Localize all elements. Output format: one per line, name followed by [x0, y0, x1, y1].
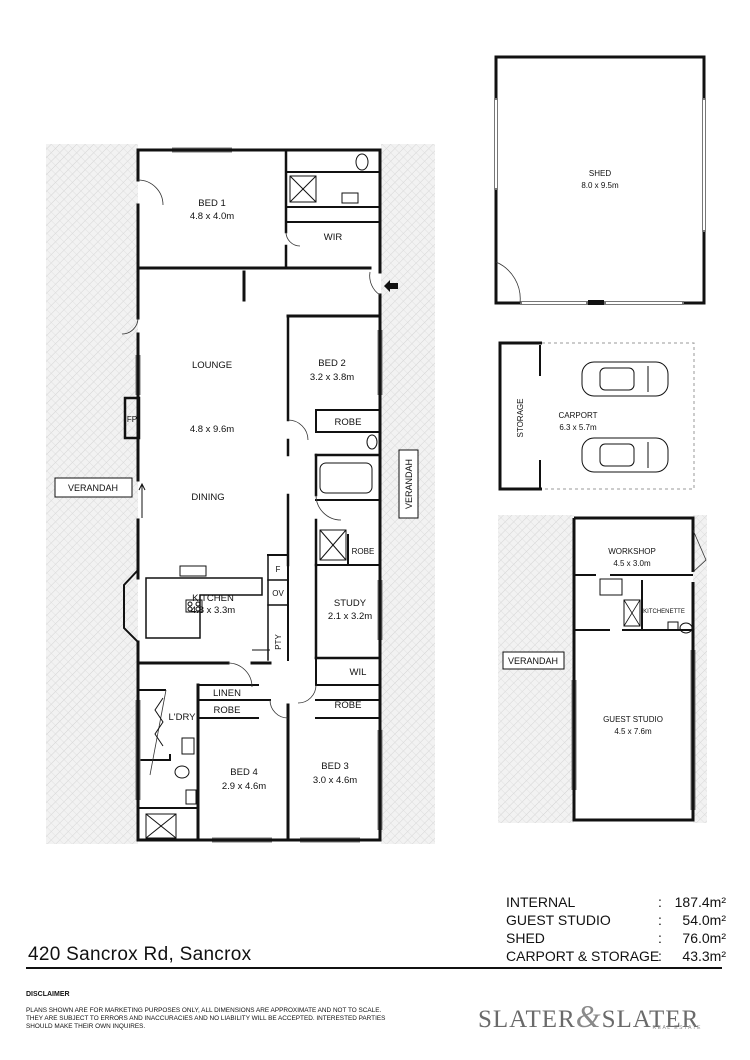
bed1-label: BED 1: [198, 198, 225, 209]
car-icon: [581, 437, 669, 473]
property-address: 420 Sancrox Rd, Sancrox: [28, 944, 252, 965]
wil-label: WIL: [350, 667, 367, 678]
pantry-label: PTY: [274, 634, 283, 650]
verandah-studio: VERANDAH: [502, 651, 565, 670]
storage-label: STORAGE: [516, 399, 525, 438]
carport-size: 6.3 x 5.7m: [559, 423, 597, 432]
divider: [26, 967, 722, 969]
laundry-label: L'DRY: [169, 712, 197, 723]
fixtures: [145, 153, 378, 839]
bed1-size: 4.8 x 4.0m: [190, 211, 234, 222]
area-row: SHED : 76.0m²: [506, 929, 726, 947]
house-walls: [123, 148, 382, 842]
area-colon: :: [658, 948, 662, 964]
kitchenette-label: KITCHENETTE: [643, 609, 685, 615]
area-name: INTERNAL: [506, 894, 576, 910]
area-value: 54.0m²: [682, 912, 726, 928]
kitchen-size: 4.8 x 3.3m: [191, 605, 235, 616]
robe-label-bath: ROBE: [352, 547, 375, 556]
shed-label: SHED: [589, 169, 611, 178]
robe-label-bed3: ROBE: [335, 700, 362, 711]
study-label: STUDY: [334, 598, 367, 609]
area-value: 76.0m²: [682, 930, 726, 946]
guest-studio-label: GUEST STUDIO: [603, 715, 663, 724]
guest-studio-size: 4.5 x 7.6m: [614, 727, 652, 736]
verandah-left: VERANDAH: [54, 477, 133, 498]
fp-label: FP: [127, 415, 137, 424]
doors: [121, 179, 381, 776]
arrow-icons: [138, 482, 270, 651]
verandah-right: VERANDAH: [398, 449, 419, 519]
disclaimer-text: PLANS SHOWN ARE FOR MARKETING PURPOSES O…: [26, 1007, 386, 1031]
carport: STORAGE CARPORT 6.3 x 5.7m: [498, 341, 695, 491]
logo-ampersand: &: [575, 998, 602, 1034]
robe-label-bed2: ROBE: [335, 417, 362, 428]
floor-plan: BED 1 4.8 x 4.0m WIR LOUNGE 4.8 x 9.6m F…: [46, 55, 707, 844]
bed3-size: 3.0 x 4.6m: [313, 775, 357, 786]
oven-label: OV: [272, 589, 284, 598]
wir-label: WIR: [324, 232, 343, 243]
agency-logo: SLATER&SLATER REAL ESTATE: [478, 998, 728, 1038]
bed2-size: 3.2 x 3.8m: [310, 372, 354, 383]
area-summary: INTERNAL : 187.4m² GUEST STUDIO : 54.0m²…: [506, 893, 726, 965]
verandah-left-label: VERANDAH: [68, 483, 118, 493]
entry-arrow-icon: [384, 280, 398, 292]
logo-word-left: SLATER: [478, 1006, 576, 1033]
guest-studio: WORKSHOP 4.5 x 3.0m KITCHENETTE GUEST ST…: [571, 516, 707, 822]
area-row: CARPORT & STORAGE : 43.3m²: [506, 947, 726, 965]
bed3-label: BED 3: [321, 761, 348, 772]
lounge-size: 4.8 x 9.6m: [190, 424, 234, 435]
area-colon: :: [658, 894, 662, 910]
area-name: SHED: [506, 930, 545, 946]
logo-word-right: SLATER: [601, 1006, 700, 1033]
area-colon: :: [658, 912, 662, 928]
area-colon: :: [658, 930, 662, 946]
study-size: 2.1 x 3.2m: [328, 611, 372, 622]
disclaimer-title: DISCLAIMER: [26, 991, 70, 998]
area-value: 43.3m²: [682, 948, 726, 964]
kitchen-label: KITCHEN: [192, 593, 234, 604]
robe-label-bed4: ROBE: [214, 705, 241, 716]
logo-subtitle: REAL ESTATE: [652, 1025, 702, 1031]
fridge-label: F: [276, 565, 281, 574]
verandah-right-label: VERANDAH: [404, 459, 414, 509]
area-row: INTERNAL : 187.4m²: [506, 893, 726, 911]
verandah-studio-label: VERANDAH: [508, 656, 558, 666]
windows: [135, 147, 383, 843]
area-name: GUEST STUDIO: [506, 912, 611, 928]
lounge-label: LOUNGE: [192, 360, 232, 371]
car-icon: [581, 361, 669, 397]
dining-label: DINING: [191, 492, 224, 503]
bed4-size: 2.9 x 4.6m: [222, 781, 266, 792]
house-labels: BED 1 4.8 x 4.0m WIR LOUNGE 4.8 x 9.6m F…: [127, 198, 374, 792]
shed: SHED 8.0 x 9.5m: [494, 55, 706, 305]
bed4-label: BED 4: [230, 767, 257, 778]
area-name: CARPORT & STORAGE: [506, 948, 660, 964]
bed2-label: BED 2: [318, 358, 345, 369]
carport-label: CARPORT: [559, 411, 598, 420]
linen-label: LINEN: [213, 688, 241, 699]
workshop-size: 4.5 x 3.0m: [613, 559, 651, 568]
shed-size: 8.0 x 9.5m: [581, 181, 619, 190]
workshop-label: WORKSHOP: [608, 547, 656, 556]
area-value: 187.4m²: [674, 894, 726, 910]
area-row: GUEST STUDIO : 54.0m²: [506, 911, 726, 929]
